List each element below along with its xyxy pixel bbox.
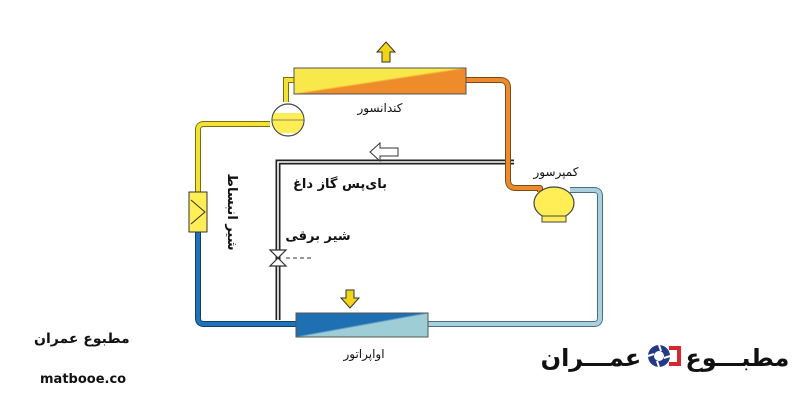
brand-logo-word-end: عمـــران [540,344,642,372]
brand-logo-icon [645,342,682,374]
condenser: کندانسور [293,67,467,116]
arrow-left-icon [369,141,399,163]
receiver [271,103,305,137]
arrow-up-icon [375,41,397,63]
liquid-line [195,77,294,192]
expansion-valve: شیر انبساط [188,174,239,251]
cold-line [195,232,296,327]
evaporator-label: اواپراتور [342,347,384,362]
brand-logo-word-start: مطبـــوع [685,344,790,372]
solenoid-valve-label: شیر برقی [285,229,350,244]
compressor-label: کمپرسور [533,165,579,180]
hot-gas-bypass-label: بای‌پس گاز داغ [293,176,387,192]
arrow-down-icon [339,289,361,309]
hot-gas-bypass-line [275,159,514,320]
brand-name: مطبوع عمران [34,331,130,347]
solenoid-valve-icon [268,249,312,267]
hot-gas-pipe [466,77,543,192]
suction-line [428,187,603,327]
expansion-valve-label: شیر انبساط [224,174,239,251]
evaporator: اواپراتور [295,312,429,362]
condenser-label: کندانسور [356,101,402,116]
brand-logo: عمـــران مطبـــوع [540,338,790,378]
compressor: کمپرسور [533,165,579,223]
brand-url: matbooe.co [40,372,127,387]
